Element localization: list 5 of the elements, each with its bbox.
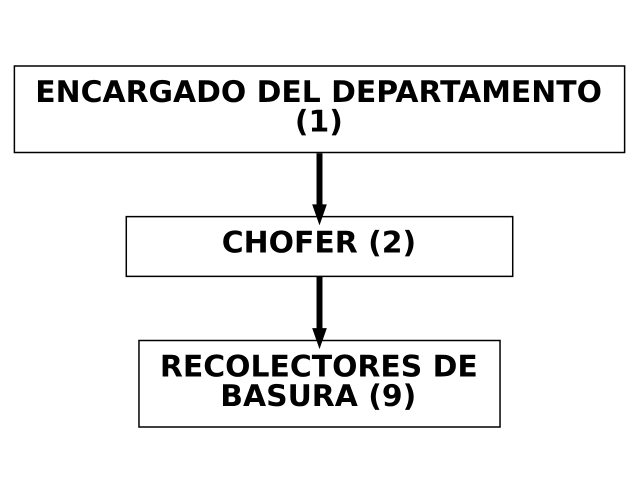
node-box: ENCARGADO DEL DEPARTAMENTO (1) <box>14 65 626 154</box>
node-box: RECOLECTORES DE BASURA (9) <box>138 340 501 428</box>
arrow <box>312 276 327 350</box>
arrow <box>312 153 327 226</box>
node-box: CHOFER (2) <box>126 216 514 278</box>
